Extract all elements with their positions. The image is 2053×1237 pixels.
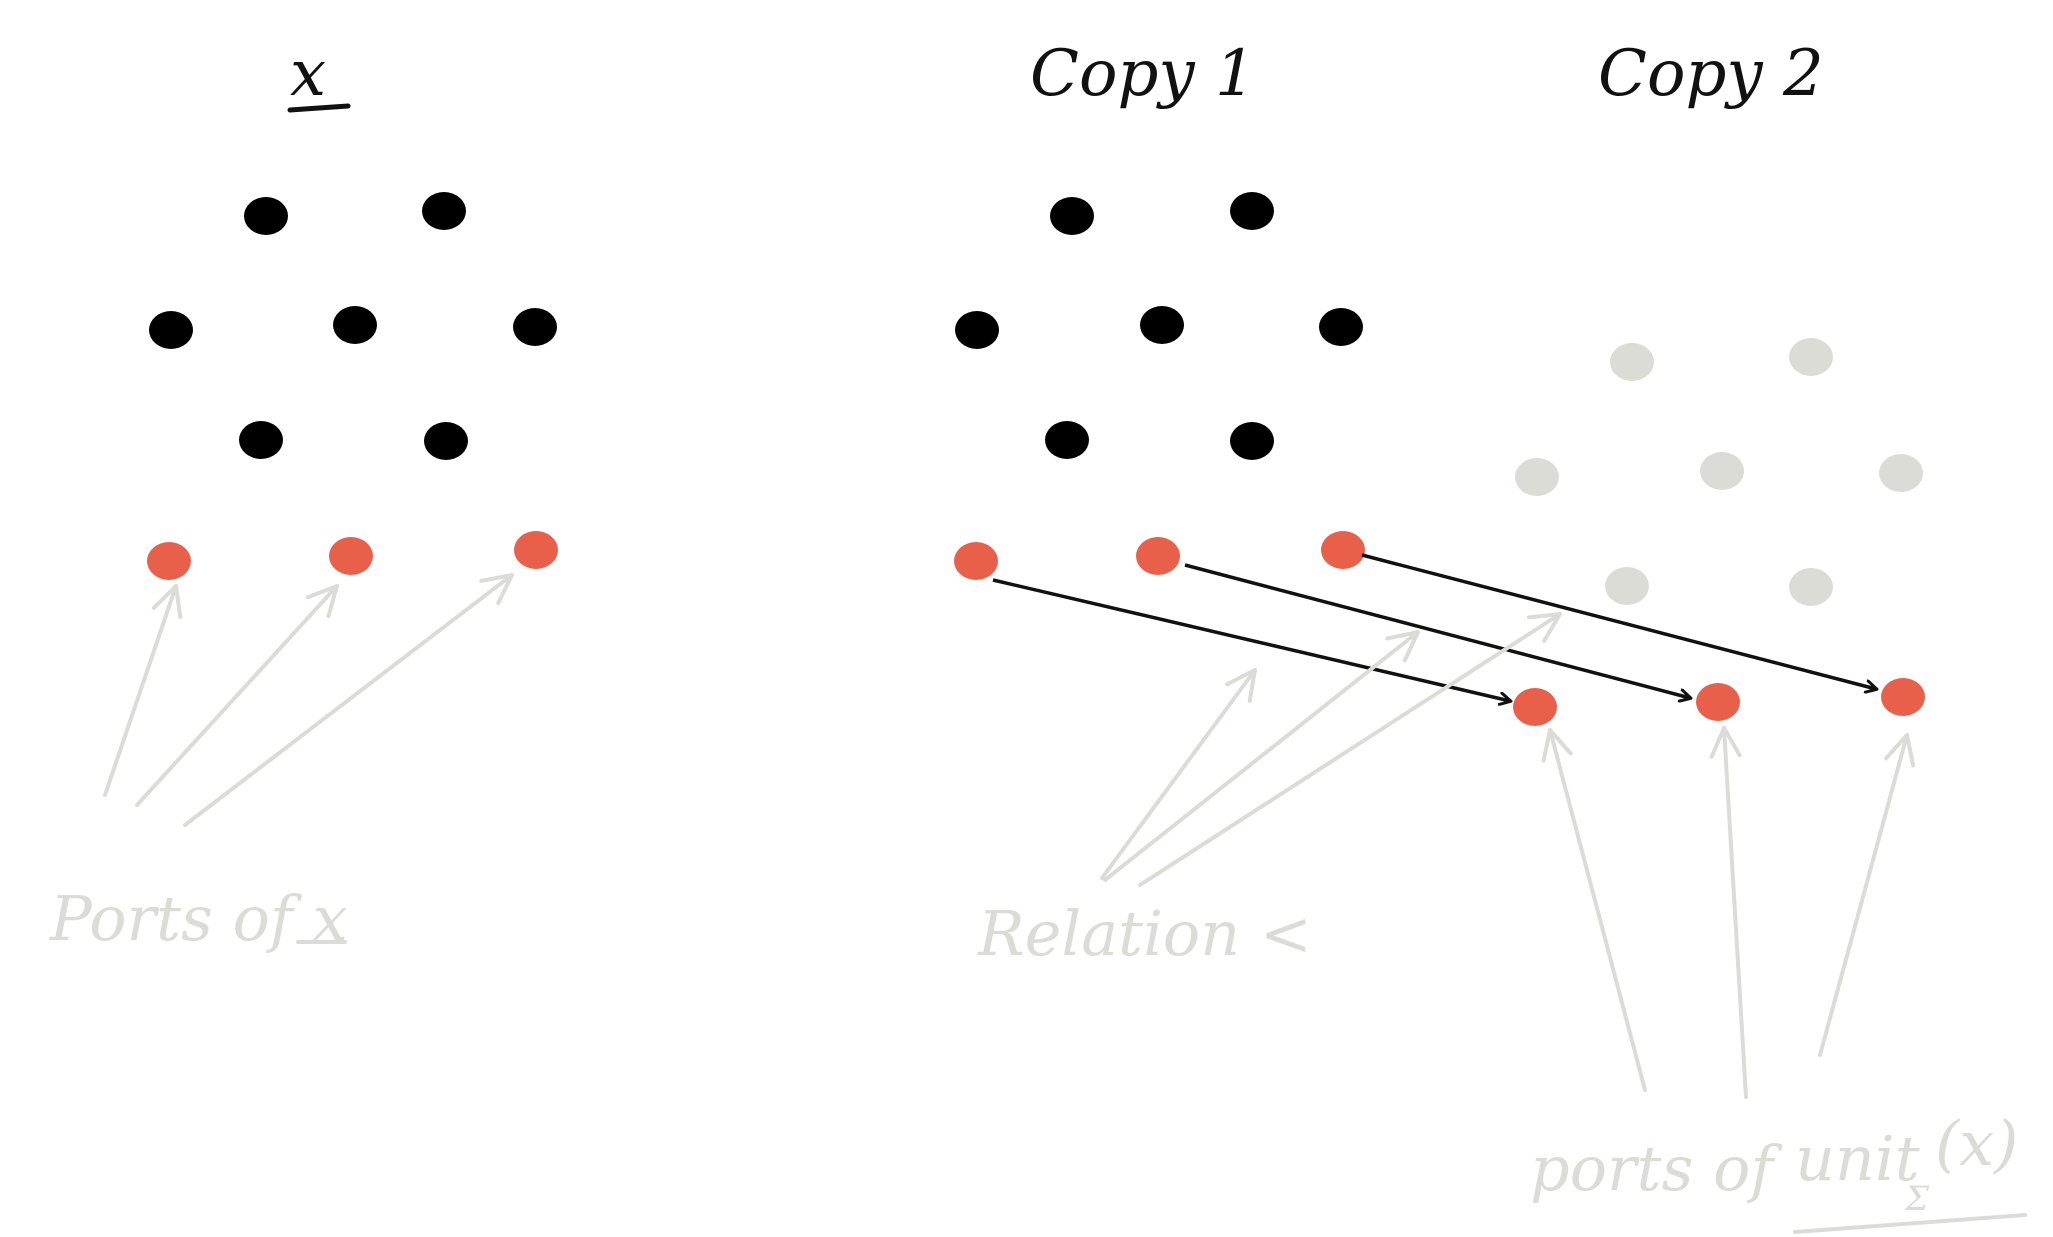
x-node [424, 422, 468, 460]
copy1-node [1050, 197, 1094, 235]
copy1-node [1230, 192, 1274, 230]
copy2-node [1789, 338, 1833, 376]
unit-underline [1793, 1213, 2027, 1234]
x-node [333, 306, 377, 344]
x-port [147, 542, 191, 580]
annotation-arrow [1709, 726, 1748, 1099]
title-x-underline [287, 103, 351, 113]
copy2-node [1605, 567, 1649, 605]
copy2-node [1879, 454, 1923, 492]
x-node [422, 192, 466, 230]
title-copy-1: Copy 1 [1030, 37, 1256, 111]
title-copy-2: Copy 2 [1598, 37, 1824, 111]
copy1-node [1230, 422, 1274, 460]
annotation-arrow [103, 584, 183, 797]
relation-arrow [992, 578, 1510, 701]
copy1-port [954, 542, 998, 580]
copy1-ports [954, 531, 1365, 580]
annotation-arrow [1818, 733, 1916, 1057]
title-x: x [287, 37, 351, 113]
copy1-port [1136, 537, 1180, 575]
x-node [149, 311, 193, 349]
copy1-node [955, 311, 999, 349]
copy1-nodes [955, 192, 1363, 460]
ports-of-x-arrows [103, 573, 514, 827]
ports-of-unit-arrows [1541, 726, 1916, 1099]
copy2-node [1515, 458, 1559, 496]
ports-of-x-label: Ports of x [49, 882, 348, 955]
x-port [329, 537, 373, 575]
unit-expr-label: unit [1795, 1122, 1920, 1195]
copy1-node [1319, 308, 1363, 346]
annotation-arrow [183, 573, 514, 827]
ports-of-unit-label-group: ports of unit Σ (x) [1530, 1107, 2027, 1234]
ports-of-x-label-group: Ports of x [49, 882, 348, 955]
x-port [514, 531, 558, 569]
annotation-arrow [135, 584, 339, 807]
unit-subscript: Σ [1903, 1179, 1930, 1219]
x-nodes [149, 192, 557, 460]
copy2-node [1789, 568, 1833, 606]
x-node [244, 197, 288, 235]
unit-arg: (x) [1935, 1107, 2018, 1180]
copy2-port [1696, 683, 1740, 721]
annotation-arrow [1100, 668, 1257, 880]
annotation-arrow [1103, 630, 1420, 882]
x-node [513, 308, 557, 346]
copy2-nodes [1515, 338, 1923, 606]
ports-of-unit-label: ports of [1530, 1132, 1783, 1205]
copy1-node [1140, 306, 1184, 344]
annotation-arrow [1541, 728, 1647, 1092]
copy2-port [1881, 678, 1925, 716]
relation-arrows [992, 553, 1876, 701]
copy2-node [1610, 343, 1654, 381]
relation-arrow [1184, 563, 1690, 698]
relation-annotation-arrows [1100, 612, 1562, 887]
copy1-port [1321, 531, 1365, 569]
copy1-node [1045, 421, 1089, 459]
relation-label-group: Relation < [977, 897, 1312, 970]
copy2-ports [1513, 678, 1925, 726]
copy2-node [1700, 452, 1744, 490]
x-node [239, 421, 283, 459]
relation-label: Relation < [977, 897, 1312, 970]
x-ports [147, 531, 558, 580]
copy2-port [1513, 688, 1557, 726]
annotation-arrow [1138, 612, 1562, 887]
title-x-label: x [290, 37, 326, 111]
relation-arrow [1361, 553, 1876, 689]
